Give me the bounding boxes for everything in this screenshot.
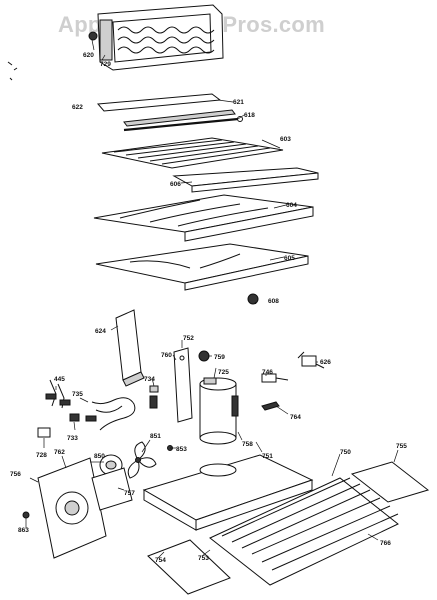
label-760: 760 bbox=[161, 352, 172, 359]
switch-746 bbox=[261, 373, 289, 383]
label-728: 728 bbox=[36, 452, 47, 459]
label-762: 762 bbox=[54, 449, 65, 456]
label-753: 753 bbox=[198, 555, 209, 562]
label-754: 754 bbox=[155, 557, 166, 564]
clip-764 bbox=[261, 401, 280, 411]
label-756: 756 bbox=[10, 471, 21, 478]
grommet-759 bbox=[198, 350, 210, 362]
relay-733 bbox=[69, 413, 80, 422]
label-606: 606 bbox=[170, 181, 181, 188]
label-725: 725 bbox=[218, 369, 229, 376]
label-624: 624 bbox=[95, 328, 106, 335]
part-labels: 620 729 622 621 618 603 606 604 605 608 … bbox=[10, 52, 407, 564]
label-734: 734 bbox=[144, 376, 155, 383]
pan-604 bbox=[93, 194, 314, 242]
drain-pan-605 bbox=[95, 243, 309, 291]
scatter-marks bbox=[7, 61, 18, 81]
capacitor-734 bbox=[149, 385, 159, 393]
label-766: 766 bbox=[380, 540, 391, 547]
label-621: 621 bbox=[233, 99, 244, 106]
label-850: 850 bbox=[94, 453, 105, 460]
label-752: 752 bbox=[183, 335, 194, 342]
label-605: 605 bbox=[284, 255, 295, 262]
label-853: 853 bbox=[176, 446, 187, 453]
label-620: 620 bbox=[83, 52, 94, 59]
label-759: 759 bbox=[214, 354, 225, 361]
label-851: 851 bbox=[150, 433, 161, 440]
plate-755 bbox=[350, 461, 430, 503]
connector-728 bbox=[37, 427, 51, 438]
label-735: 735 bbox=[72, 391, 83, 398]
leader-lines bbox=[25, 39, 399, 559]
label-757: 757 bbox=[124, 490, 135, 497]
mount-757 bbox=[91, 467, 133, 511]
condenser-shroud-756 bbox=[37, 457, 107, 559]
base-tray-751 bbox=[142, 454, 314, 531]
bracket-752 bbox=[173, 347, 193, 423]
label-750: 750 bbox=[340, 449, 351, 456]
bracket-621 bbox=[123, 109, 236, 127]
shroud-624 bbox=[115, 309, 145, 387]
label-622: 622 bbox=[72, 104, 83, 111]
label-603: 603 bbox=[280, 136, 291, 143]
label-746: 746 bbox=[262, 369, 273, 376]
label-751: 751 bbox=[262, 453, 273, 460]
label-618: 618 bbox=[244, 112, 255, 119]
wire-harness-445 bbox=[45, 379, 71, 409]
panel-754 bbox=[147, 539, 231, 595]
label-445: 445 bbox=[54, 376, 65, 383]
label-626: 626 bbox=[320, 359, 331, 366]
fan-blade-851 bbox=[127, 441, 157, 479]
tray-606 bbox=[172, 167, 319, 193]
label-764: 764 bbox=[290, 414, 301, 421]
panel-622 bbox=[96, 93, 222, 112]
label-755: 755 bbox=[396, 443, 407, 450]
rod-618 bbox=[123, 116, 243, 132]
label-863: 863 bbox=[18, 527, 29, 534]
valve-626 bbox=[297, 351, 325, 369]
wire-harness-735 bbox=[85, 395, 158, 431]
label-604: 604 bbox=[286, 202, 297, 209]
condenser-coil-750 bbox=[209, 477, 399, 586]
grid-shelf-603 bbox=[101, 137, 284, 169]
label-608: 608 bbox=[268, 298, 279, 305]
label-729: 729 bbox=[100, 61, 111, 68]
fitting-608 bbox=[247, 293, 259, 305]
evaporator-coil-unit bbox=[88, 4, 224, 71]
screw-863 bbox=[22, 511, 30, 519]
label-758: 758 bbox=[242, 441, 253, 448]
label-733: 733 bbox=[67, 435, 78, 442]
compressor-725 bbox=[199, 377, 239, 445]
